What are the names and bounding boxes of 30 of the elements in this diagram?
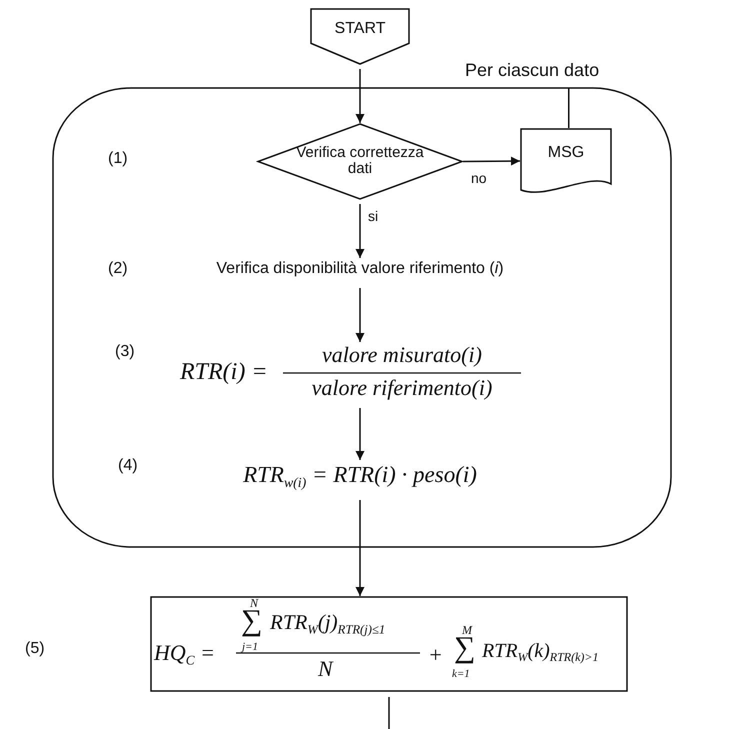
connector-line: [568, 88, 570, 128]
formula-text: RTR$_{w(i)}$ = RTR(i) · peso(i): [242, 462, 478, 488]
formula-text: N: [318, 656, 333, 682]
arrow: [356, 69, 364, 123]
step-number: (3): [115, 343, 135, 361]
formula-text: +: [428, 642, 443, 668]
arrow: [356, 204, 364, 258]
edge-label: si: [368, 208, 378, 224]
step-text: Verifica correttezza dati: [295, 145, 425, 176]
step-number: (2): [108, 260, 128, 278]
step-number: (4): [118, 457, 138, 475]
arrow: [356, 500, 364, 596]
arrow: [463, 156, 520, 166]
formula-text: HQ$_{C}$ =: [154, 640, 215, 666]
loop-label: Per ciascun dato: [465, 60, 600, 81]
step-text: Verifica disponibilità valore riferimento (i): [215, 260, 505, 278]
arrow: [356, 288, 364, 342]
connector-line: [388, 697, 390, 729]
formula-text: RTR$_{W}$(j)$_{RTR(j)≤1}$: [270, 610, 386, 635]
formula-text: valore misurato(i): [321, 342, 483, 368]
formula-text: k=1: [452, 668, 470, 680]
arrow: [356, 408, 364, 460]
step-text: MSG: [546, 144, 586, 162]
step-number: (5): [25, 640, 45, 658]
formula-text: valore riferimento(i): [310, 375, 494, 401]
step-text: START: [334, 20, 386, 38]
formula-text: RTR(i) =: [180, 359, 268, 386]
step-number: (1): [108, 150, 128, 168]
formula-text: j=1: [242, 641, 258, 653]
formula-text: RTR$_{W}$(k)$_{RTR(k)>1}$: [482, 640, 599, 663]
